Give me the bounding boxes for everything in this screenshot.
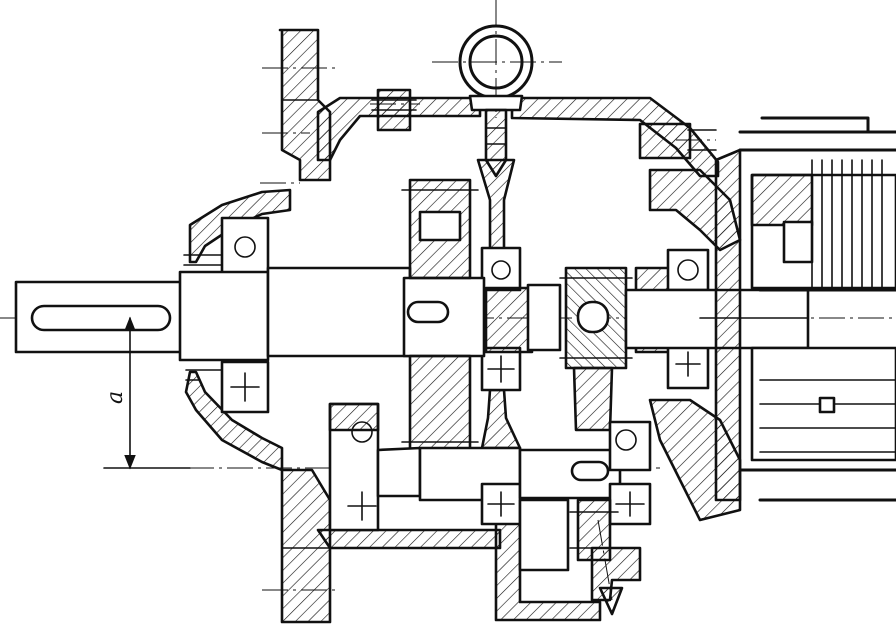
countershaft-right-bearing: [608, 420, 652, 526]
lower-gear: [518, 498, 619, 572]
housing-top-wall: [316, 88, 720, 178]
electric-motor: [738, 116, 896, 502]
shaft-keyway: [30, 304, 172, 332]
input-shaft: [14, 266, 486, 362]
countershaft: [328, 402, 622, 532]
housing-right-wall: [648, 148, 742, 522]
large-spur-gear: [401, 178, 479, 454]
center-distance-dimension: a: [103, 316, 191, 470]
left-end-cover: [183, 188, 292, 472]
intermediate-bearing: [484, 283, 562, 354]
small-pinion-gear: [559, 266, 633, 432]
dimension-label-a: a: [103, 391, 128, 404]
housing-center-web: [476, 158, 522, 450]
